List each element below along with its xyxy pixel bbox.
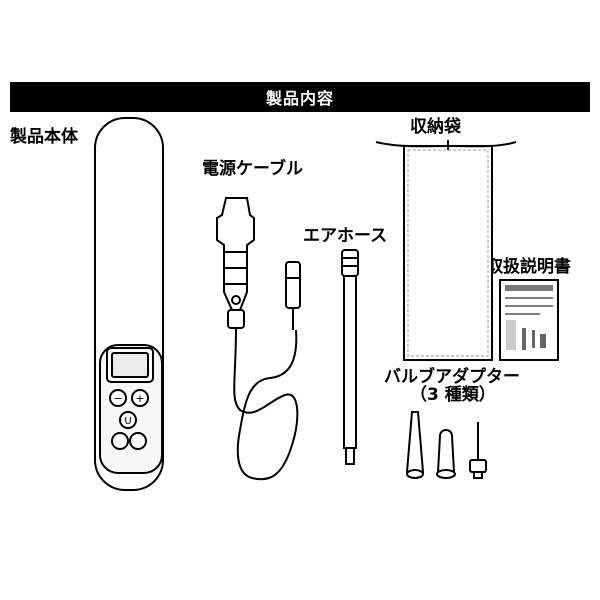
plus-icon: + <box>135 392 144 405</box>
manual-illustration <box>499 279 559 361</box>
power-icon: U <box>124 416 131 427</box>
label-main-unit: 製品本体 <box>10 127 78 147</box>
valve-adapters-illustration <box>405 411 487 479</box>
air-hose-illustration <box>341 249 359 465</box>
label-power-cable: 電源ケーブル <box>202 159 303 179</box>
main-unit-illustration <box>94 117 164 491</box>
light-button <box>129 432 147 450</box>
label-manual: 取扱説明書 <box>486 257 571 277</box>
power-cable-illustration <box>216 197 301 481</box>
label-valve-adapters: バルブアダプター <box>384 367 520 387</box>
mode-button <box>111 432 129 450</box>
contents-title: 製品内容 <box>265 89 334 108</box>
storage-bag-illustration <box>375 140 517 361</box>
minus-button <box>109 389 127 407</box>
label-storage-bag: 収納袋 <box>410 117 461 137</box>
label-valve-adapters-note: （3 種類） <box>410 385 496 405</box>
contents-header-bar: 製品内容 <box>10 82 590 112</box>
label-air-hose: エアホース <box>303 226 388 246</box>
power-button <box>119 411 137 429</box>
minus-icon: − <box>113 392 122 405</box>
plus-button <box>131 389 149 407</box>
